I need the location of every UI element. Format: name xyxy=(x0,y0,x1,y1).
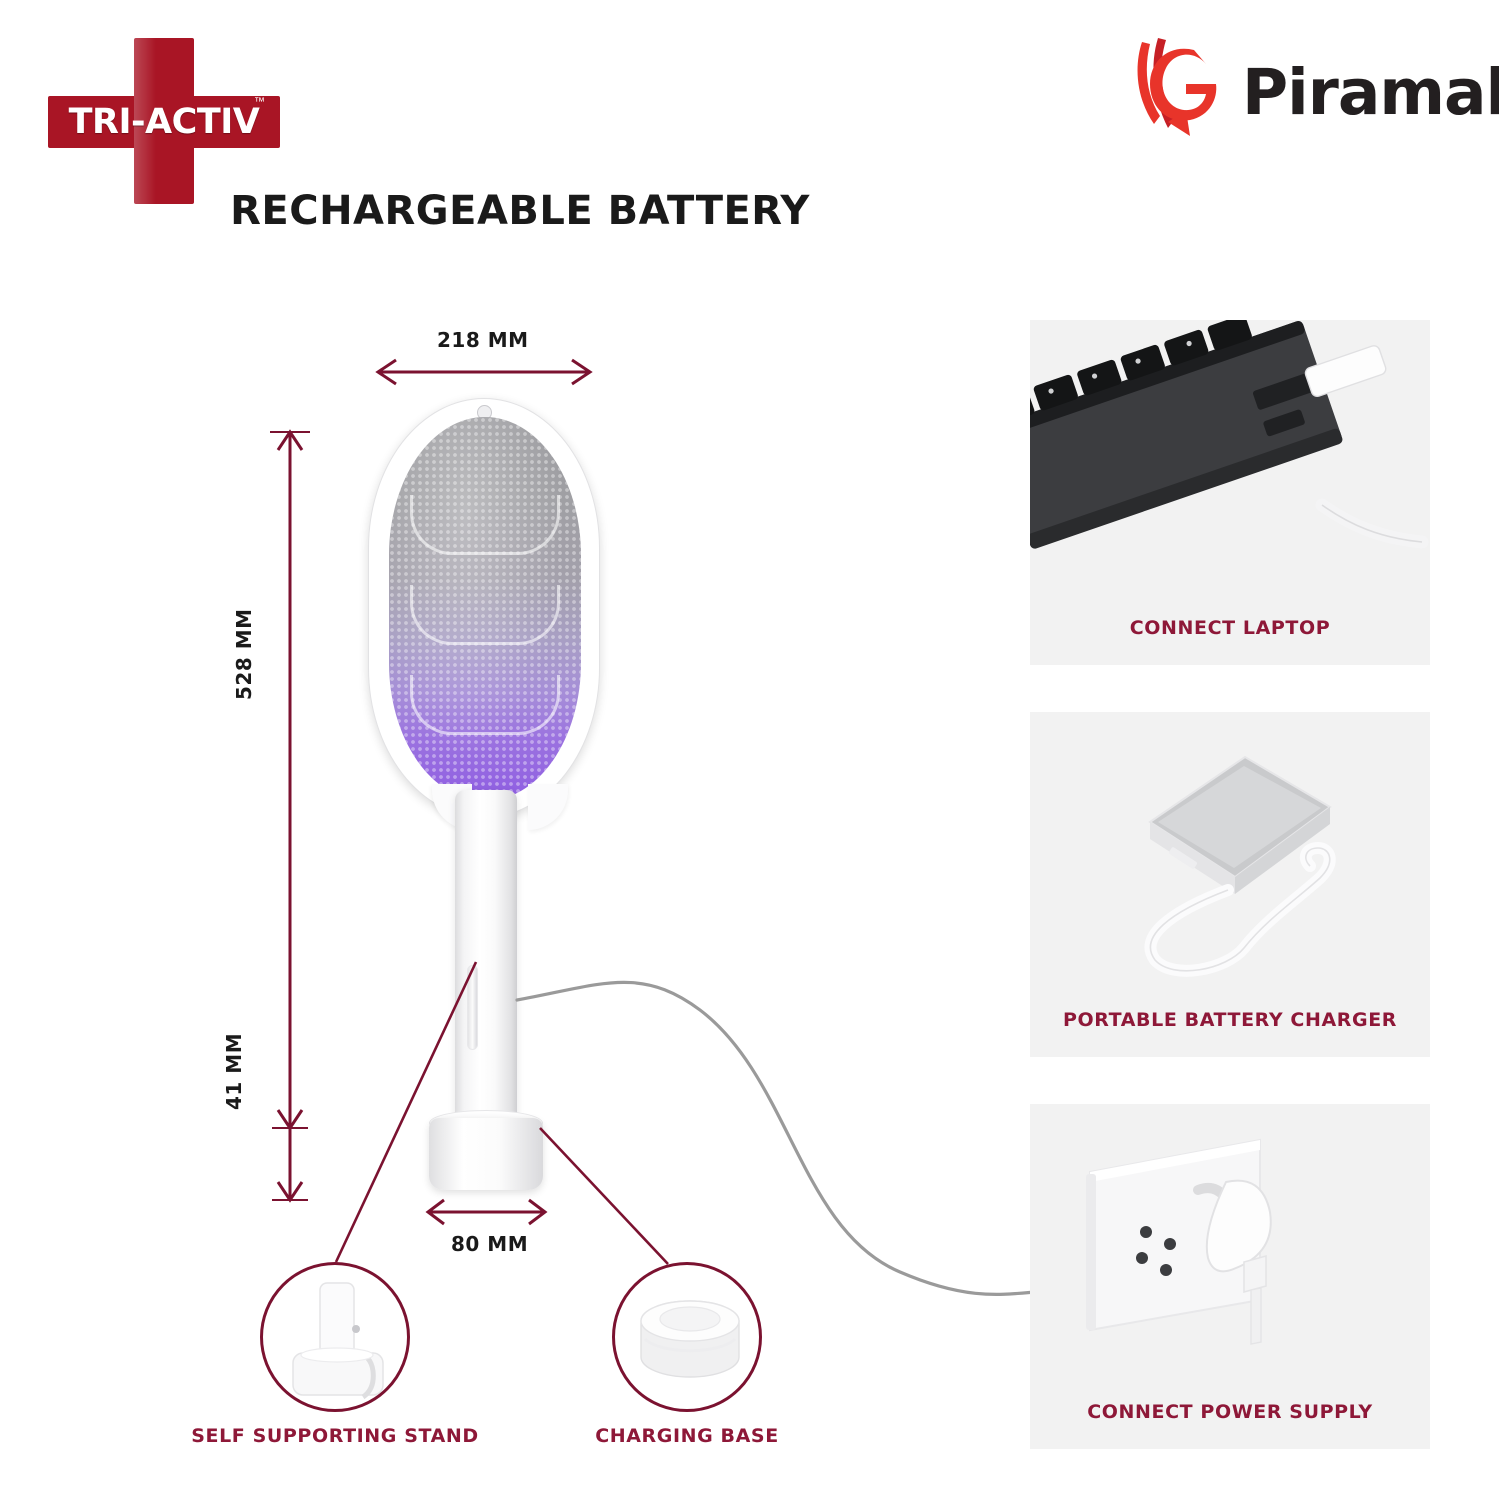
mesh-chevron xyxy=(410,675,560,735)
base-diameter-dimension-label: 80 MM xyxy=(451,1232,529,1256)
racket-handle xyxy=(455,790,517,1150)
stand-icon xyxy=(292,1282,384,1400)
piramal-flame-icon xyxy=(1137,38,1217,136)
mesh-chevron xyxy=(410,585,560,645)
triactiv-logo: TRI-ACTIV ™ xyxy=(48,38,280,204)
triactiv-wordmark: TRI-ACTIV xyxy=(68,102,260,142)
connect-power-supply-panel: CONNECT POWER SUPPLY xyxy=(1030,1104,1430,1449)
cross-vertical-bar xyxy=(134,38,194,204)
handle-neck-right xyxy=(528,784,568,830)
racket-head xyxy=(368,398,600,818)
connect-laptop-panel: CONNECT LAPTOP xyxy=(1030,320,1430,665)
charging-base-callout xyxy=(612,1262,762,1412)
mesh-chevron xyxy=(410,495,560,555)
piramal-wordmark: Piramal xyxy=(1242,56,1499,129)
charging-base-caption: CHARGING BASE xyxy=(595,1425,779,1447)
page-title: RECHARGEABLE BATTERY xyxy=(230,188,810,234)
width-dimension-label: 218 MM xyxy=(437,328,529,352)
power-switch xyxy=(467,965,478,1050)
product-illustration xyxy=(368,398,600,1190)
portable-battery-charger-caption: PORTABLE BATTERY CHARGER xyxy=(1062,1009,1398,1031)
laptop-usb-icon xyxy=(1030,320,1429,549)
charging-base xyxy=(429,1118,543,1190)
power-bank-icon xyxy=(1144,755,1336,977)
wall-socket-icon xyxy=(1086,1138,1272,1345)
connect-laptop-caption: CONNECT LAPTOP xyxy=(1129,617,1331,639)
trademark-symbol: ™ xyxy=(254,96,265,108)
self-supporting-stand-callout xyxy=(260,1262,410,1412)
connect-power-supply-caption: CONNECT POWER SUPPLY xyxy=(1087,1401,1373,1423)
portable-battery-charger-panel: PORTABLE BATTERY CHARGER xyxy=(1030,712,1430,1057)
charging-base-icon xyxy=(640,1300,740,1378)
height-dimension-label: 528 MM xyxy=(232,608,256,700)
self-supporting-stand-caption: SELF SUPPORTING STAND xyxy=(191,1425,479,1447)
base-height-dimension-label: 41 MM xyxy=(222,1032,246,1110)
racket-mesh-grid xyxy=(389,417,581,801)
cross-sheen xyxy=(134,38,156,204)
piramal-logo: Piramal xyxy=(1124,36,1499,146)
